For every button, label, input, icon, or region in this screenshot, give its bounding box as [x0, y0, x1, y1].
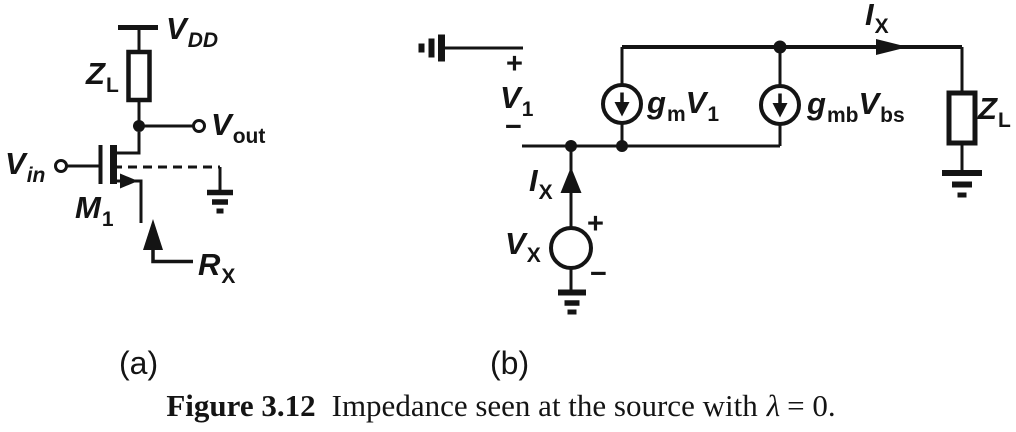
current-source-gm-icon — [601, 47, 643, 146]
vdd-main: V — [166, 11, 187, 46]
source-wire — [113, 179, 143, 223]
v1-plus-sign: + — [506, 48, 523, 80]
nmos-m1-symbol — [98, 132, 220, 223]
caption-lambda: λ — [766, 388, 781, 423]
voltage-source-vx-icon — [549, 226, 593, 270]
gmb-vbs-label: gmbVbs — [807, 86, 905, 127]
vout-label: Vout — [211, 107, 266, 148]
m1-label: M1 — [75, 190, 114, 231]
zl-b-label: ZL — [978, 91, 1011, 132]
vx-plus-sign: + — [587, 208, 604, 240]
ix-arrow-icon — [876, 39, 908, 55]
current-source-gmb-icon — [759, 47, 801, 146]
sublabel-b: (b) — [490, 345, 530, 381]
vx-label: VX — [505, 226, 541, 267]
ix-bottom-label: IX — [529, 163, 553, 204]
resistor-zl-symbol — [946, 90, 978, 146]
caption-text: Impedance seen at the source with — [331, 388, 758, 423]
gate-ground-icon — [418, 34, 523, 62]
schematic-artwork — [54, 25, 982, 315]
vout-terminal-icon — [192, 119, 206, 133]
circuit-b — [418, 34, 982, 315]
gm-v1-label: gmV1 — [647, 85, 719, 126]
ground-icon — [207, 167, 233, 214]
vin-terminal-icon — [54, 159, 68, 173]
v1-label: V1 — [500, 80, 534, 121]
load-branch — [942, 47, 982, 198]
vdd-sub: DD — [187, 29, 219, 52]
rx-label: RX — [198, 247, 236, 288]
sublabel-a: (a) — [119, 345, 159, 381]
ix-arrow-icon — [560, 167, 582, 193]
vdd-label: VDD — [166, 11, 218, 51]
ix-top-label: IX — [865, 0, 889, 38]
resistor-zl-symbol — [126, 49, 152, 103]
vin-label: Vin — [5, 146, 46, 187]
v1-minus-sign: − — [505, 111, 522, 143]
zl-a-label: ZL — [86, 56, 119, 97]
vx-minus-sign: − — [590, 258, 607, 290]
ground-icon — [942, 170, 982, 198]
caption-tail: = 0. — [787, 388, 836, 423]
figure-number: Figure 3.12 — [166, 388, 316, 423]
drain-wire — [113, 132, 141, 155]
vx-branch — [549, 146, 593, 315]
source-arrow-icon — [120, 173, 138, 189]
ground-icon — [558, 289, 586, 315]
figure-caption: Figure 3.12 Impedance seen at the source … — [0, 388, 1009, 423]
circuit-a — [54, 25, 233, 264]
rx-arrow-icon — [143, 219, 193, 264]
